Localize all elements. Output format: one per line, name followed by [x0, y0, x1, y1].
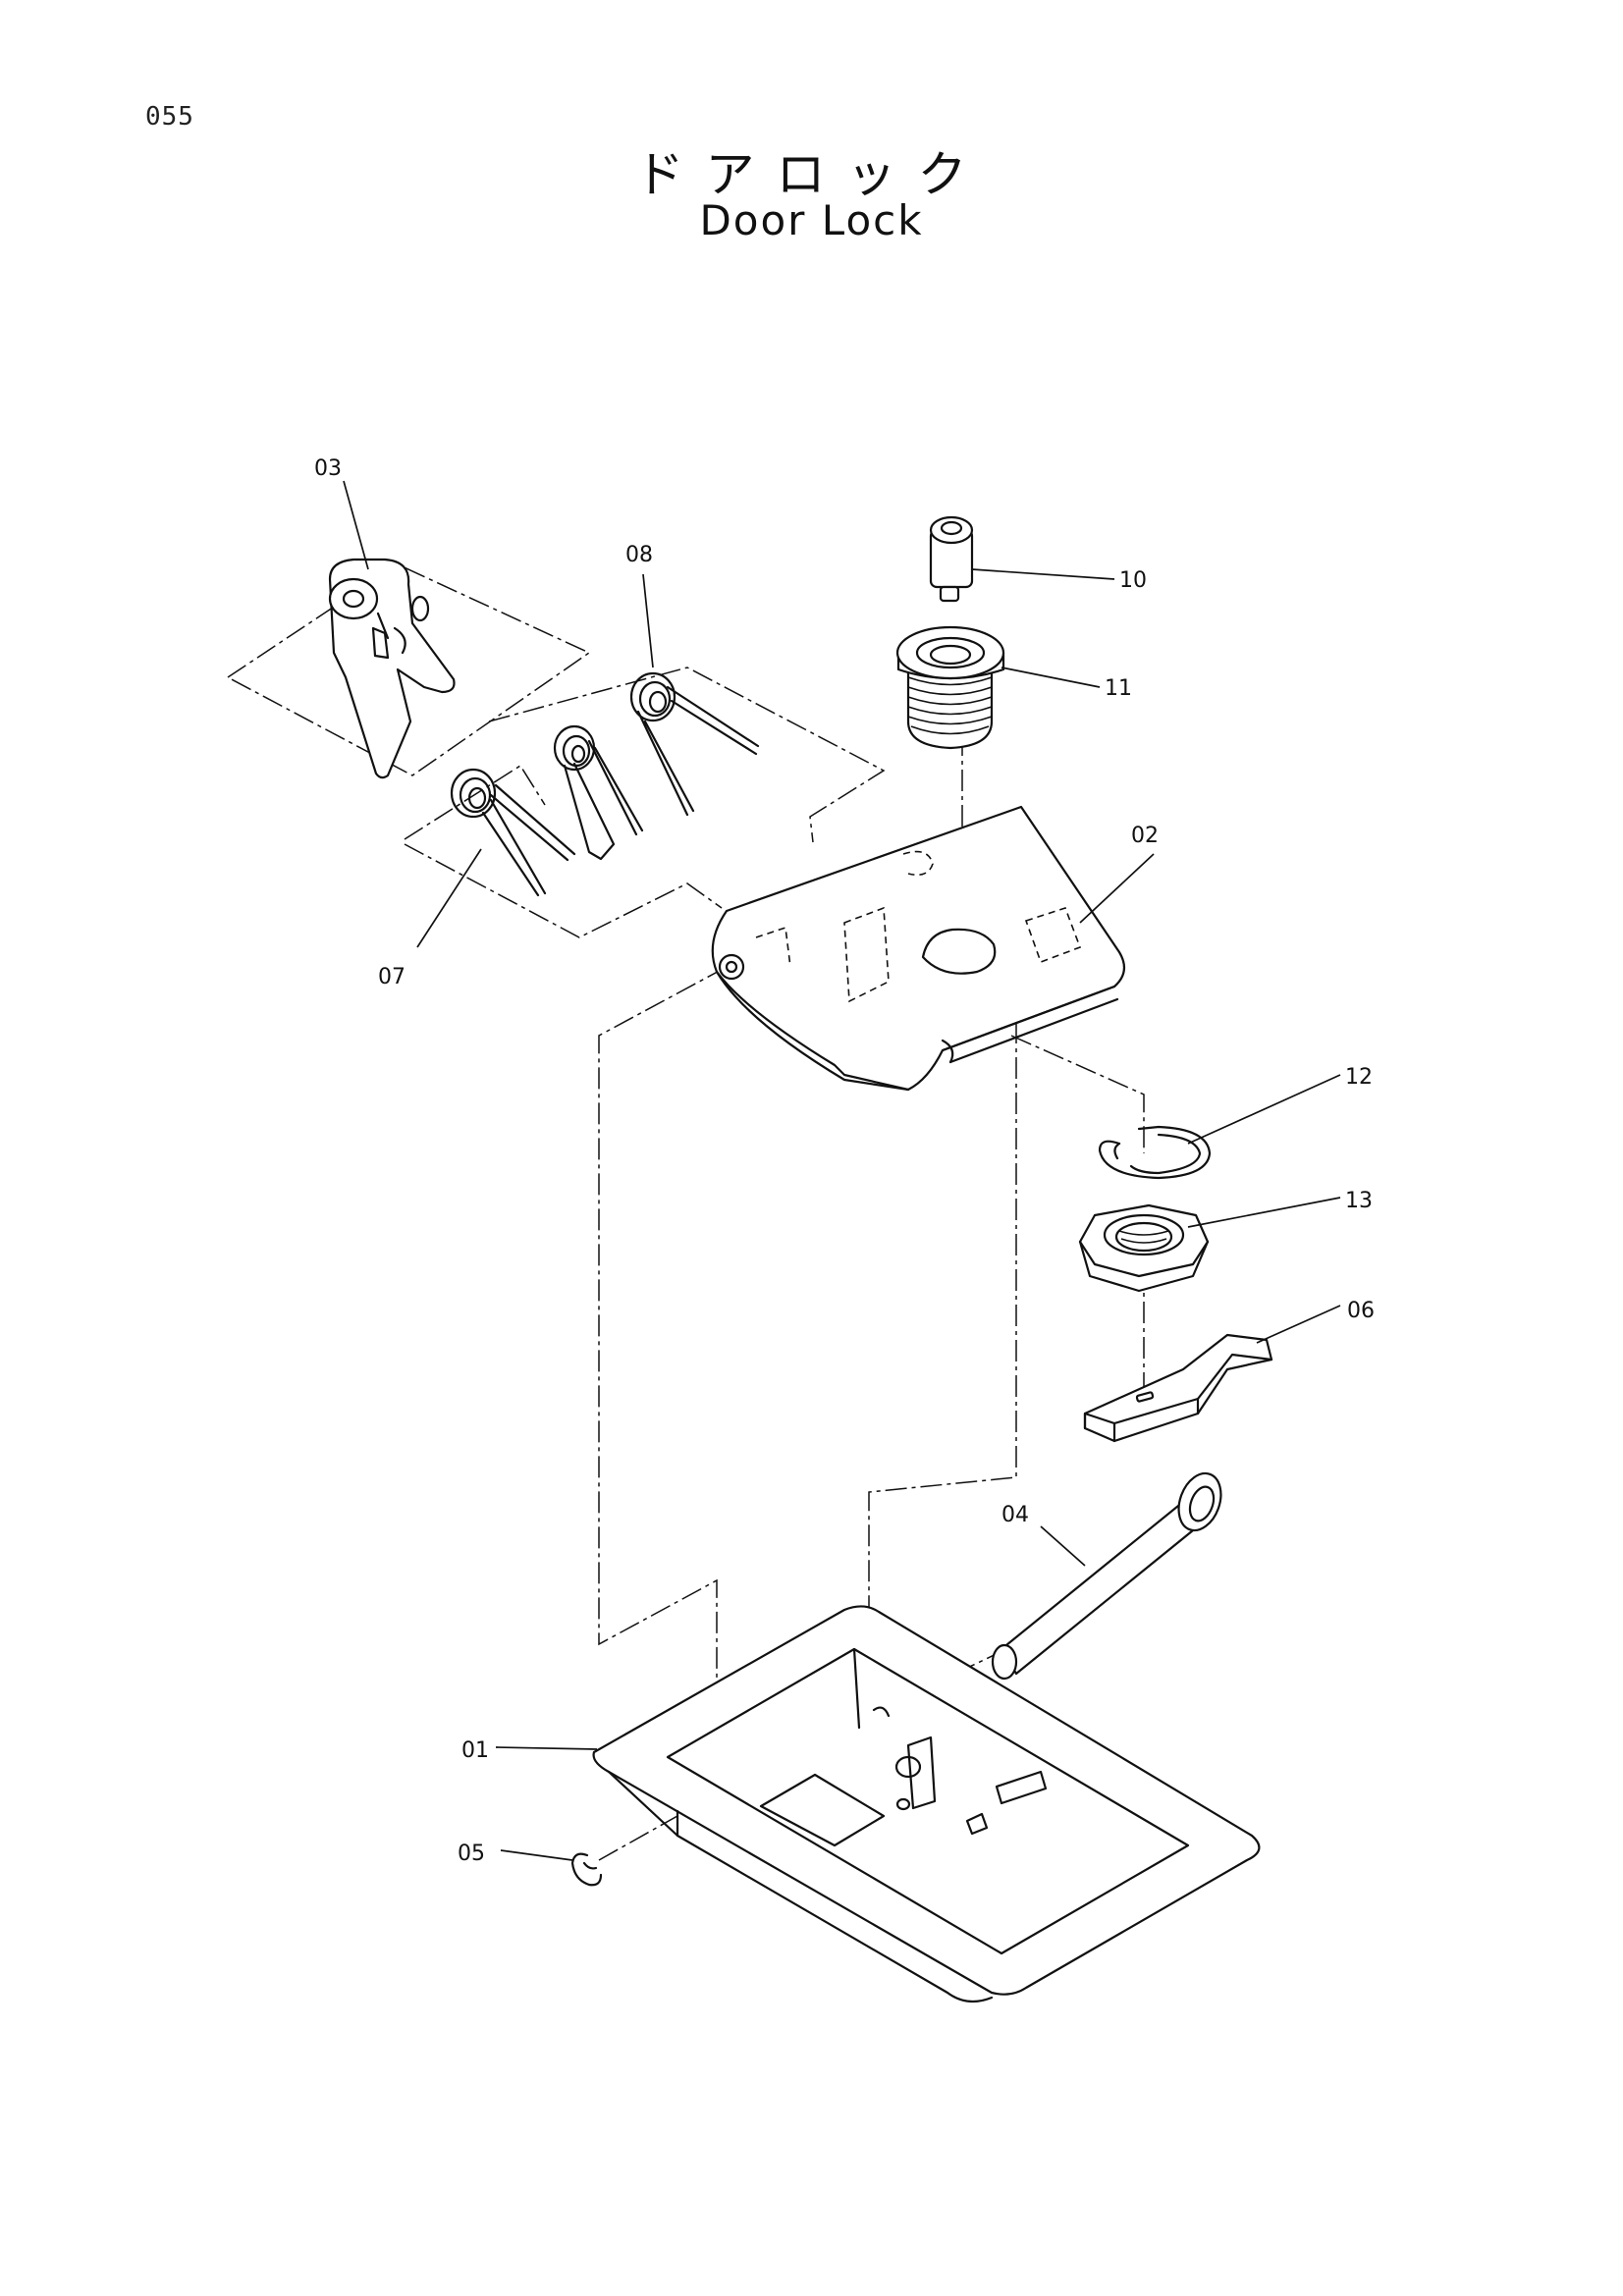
label-11: 11 — [1105, 676, 1132, 701]
part-07-spring — [450, 768, 576, 897]
label-07: 07 — [378, 965, 406, 989]
title-english: Door Lock — [699, 196, 924, 244]
label-02: 02 — [1131, 824, 1159, 848]
assembly-lines — [227, 563, 1145, 1861]
label-08: 08 — [625, 543, 653, 567]
label-12: 12 — [1345, 1065, 1373, 1090]
part-04-pin — [991, 1471, 1222, 1681]
label-03: 03 — [314, 456, 342, 481]
page-number: 055 — [145, 102, 194, 132]
part-01-base-frame — [592, 1605, 1261, 2003]
leader-lines — [343, 480, 1341, 1861]
label-06: 06 — [1347, 1299, 1375, 1323]
part-13-hex-nut — [1078, 1203, 1210, 1293]
title-japanese: ドアロック — [634, 146, 989, 203]
part-02-cover-plate — [711, 805, 1126, 1092]
part-03-lever — [328, 558, 456, 779]
label-13: 13 — [1345, 1189, 1373, 1213]
part-11-bushing — [895, 625, 1005, 750]
label-04: 04 — [1001, 1503, 1029, 1527]
part-12-snap-ring — [1098, 1125, 1212, 1180]
part-10-key-cylinder — [929, 515, 974, 603]
part-08-spring — [553, 671, 760, 861]
label-01: 01 — [461, 1738, 489, 1763]
part-06-striker-tab — [1083, 1333, 1273, 1443]
part-05-e-clip — [570, 1852, 603, 1887]
label-05: 05 — [458, 1842, 485, 1866]
part-labels: 03 08 10 11 02 07 12 13 06 04 01 05 — [314, 456, 1375, 1866]
label-10: 10 — [1119, 568, 1147, 593]
